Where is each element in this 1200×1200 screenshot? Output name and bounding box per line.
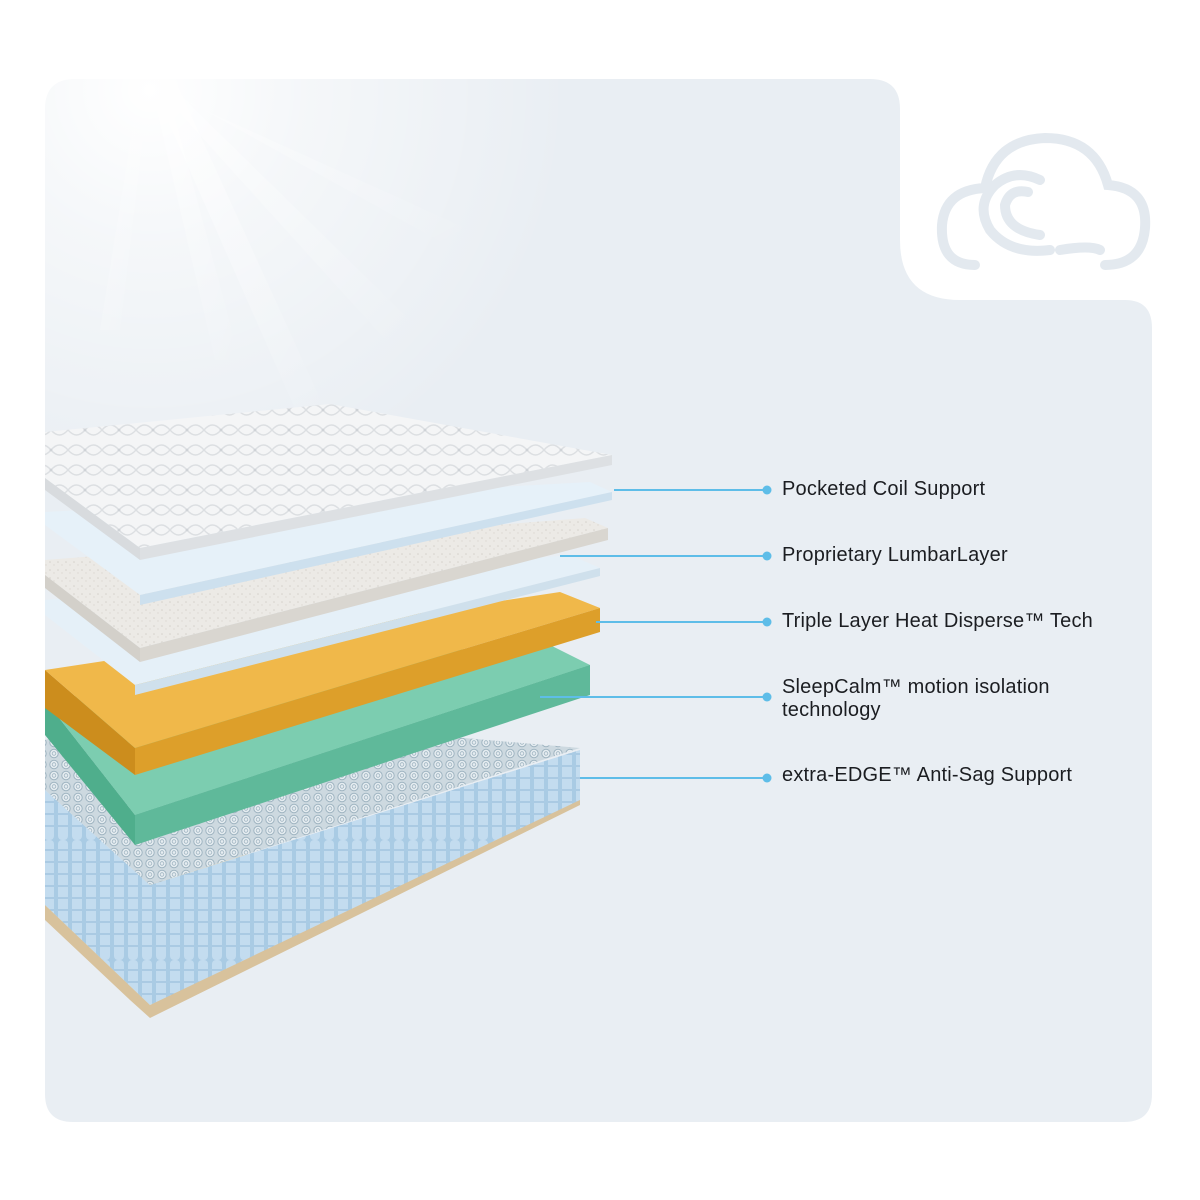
thin-sheet-layer-4 — [45, 555, 600, 695]
yellow-foam-layer — [45, 592, 600, 775]
feature-label-sleepcalm: SleepCalm™ motion isolation technology — [782, 676, 1050, 721]
cloud-wave-logo-icon — [936, 132, 1151, 270]
callout-dot-3 — [762, 617, 772, 627]
feature-label-heat-disperse: Triple Layer Heat Disperse™ Tech — [782, 610, 1093, 632]
feature-label-extra-edge: extra-EDGE™ Anti-Sag Support — [782, 764, 1073, 786]
callout-dots — [762, 485, 772, 783]
feature-label-lumbar-layer: Proprietary LumbarLayer — [782, 544, 1008, 566]
callout-dot-5 — [762, 773, 772, 783]
mattress-layers-illustration — [45, 404, 612, 1018]
callout-dot-2 — [762, 551, 772, 561]
feature-label-pocketed-coil: Pocketed Coil Support — [782, 478, 986, 500]
callout-dot-4 — [762, 692, 772, 702]
quilted-top-layer — [45, 404, 612, 560]
callout-lines — [540, 489, 766, 779]
callout-dot-1 — [762, 485, 772, 495]
